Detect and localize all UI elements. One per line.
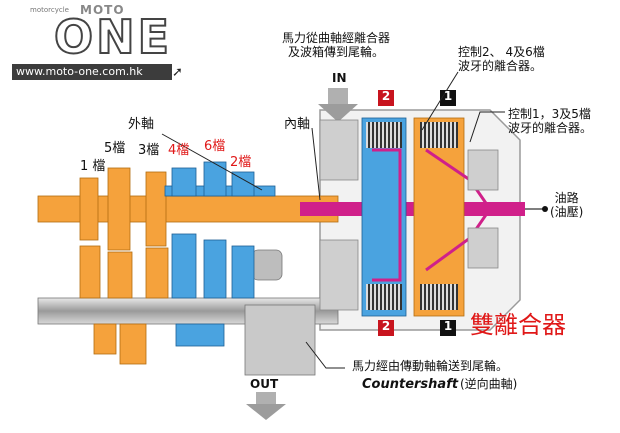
label-oil-path: 油路 (油壓): [550, 191, 584, 219]
even-gears: [164, 161, 276, 347]
label-gear-1: 1 檔: [80, 159, 106, 174]
logo-brand-main: ONE: [53, 10, 173, 64]
label-outer-shaft: 外軸: [128, 117, 155, 132]
odd-gears: [79, 167, 169, 365]
label-clutch2-desc: 控制2、 4及6檔 波牙的離合器。: [458, 45, 545, 73]
badge-clutch-2-top: 2: [381, 89, 391, 103]
label-in: IN: [332, 71, 347, 85]
badge-clutch-1-top: 1: [443, 89, 453, 103]
inner-shaft-oil-path: [300, 202, 525, 216]
label-gear-5: 5檔: [104, 141, 126, 156]
logo-url-link[interactable]: www.moto-one.com.hk: [16, 65, 143, 78]
oil-path-dot: [542, 206, 548, 212]
label-gear-3: 3檔: [138, 143, 160, 158]
logo-tag: motorcycle: [30, 6, 69, 14]
logo-url-bar: [12, 64, 172, 80]
countershaft: [37, 249, 339, 376]
label-gear-6: 6檔: [204, 139, 226, 154]
in-arrow: [318, 88, 358, 122]
cursor-icon: ➚: [172, 65, 183, 80]
label-out: OUT: [250, 377, 279, 391]
label-inner-shaft: 內軸: [284, 117, 311, 132]
label-countershaft-zh: (逆向曲軸): [460, 377, 518, 391]
label-gear-2: 2檔: [230, 155, 252, 170]
label-countershaft: Countershaft: [362, 377, 459, 392]
label-power-out: 馬力經由傳動軸輪送到尾輪。: [352, 359, 509, 373]
leader-lines: [161, 71, 505, 369]
clutch-basket: [319, 119, 499, 311]
clutch-2: [361, 117, 407, 317]
logo-brand-top: MOTO: [80, 3, 125, 17]
out-arrow: [246, 392, 286, 420]
label-dual-clutch: 雙離合器: [470, 311, 566, 339]
label-power-in: 馬力從曲軸經離合器 及波箱傳到尾輪。: [282, 31, 391, 59]
badge-clutch-1-bottom: 1: [443, 319, 453, 333]
label-gear-4: 4檔: [168, 143, 190, 158]
clutch-1: [413, 117, 492, 317]
label-clutch1-desc: 控制1，3及5檔 波牙的離合器。: [508, 107, 593, 135]
badge-clutch-2-bottom: 2: [381, 319, 391, 333]
